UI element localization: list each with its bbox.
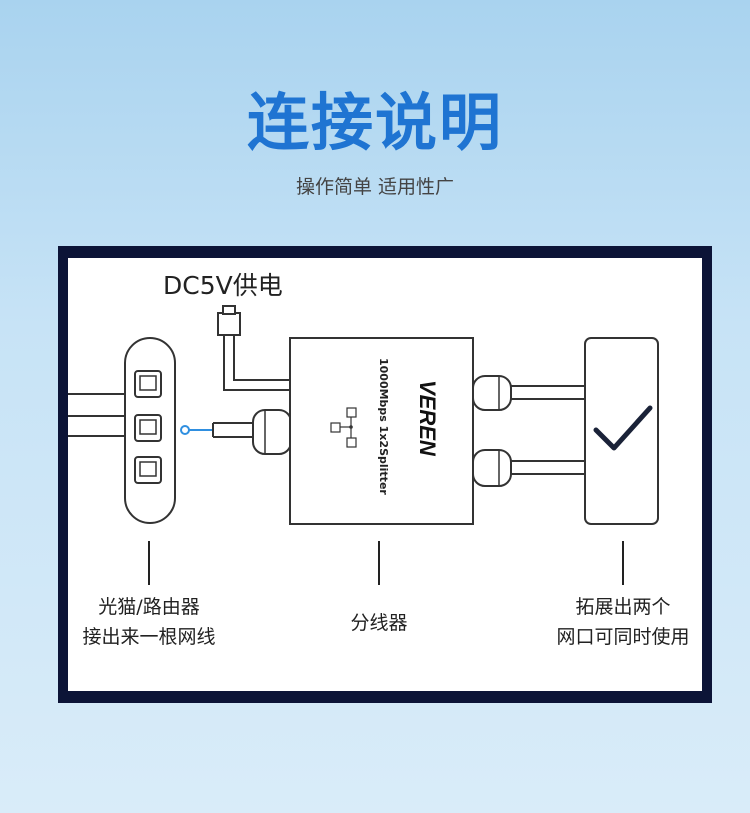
page-title: 连接说明	[246, 86, 503, 159]
splitter-model-text: 1000Mbps 1x2Splitter	[377, 358, 390, 495]
output-plug-top-icon	[472, 375, 585, 411]
router-icon	[124, 337, 176, 524]
right-label-line1: 拓展出两个	[575, 596, 670, 618]
input-connector	[180, 422, 253, 438]
splitter-device	[289, 337, 474, 525]
brand-logo: VEREN	[415, 380, 440, 457]
network-topology-icon	[330, 407, 357, 448]
right-label-line2: 网口可同时使用	[556, 626, 689, 648]
middle-label: 分线器	[350, 612, 407, 634]
check-icon	[593, 405, 653, 451]
page-subtitle: 操作简单 适用性广	[295, 176, 455, 198]
power-label: DC5V供电	[163, 271, 283, 300]
left-label-line2: 接出来一根网线	[82, 626, 215, 648]
left-label-line1: 光猫/路由器	[98, 596, 199, 618]
router-cables	[68, 393, 128, 437]
input-plug-icon	[252, 409, 292, 455]
connection-diagram: DC5V供电	[68, 271, 690, 648]
output-plug-bottom-icon	[472, 449, 585, 487]
output-device	[584, 337, 659, 525]
power-plug-icon	[217, 305, 290, 391]
diagram-panel: DC5V供电	[68, 258, 702, 691]
